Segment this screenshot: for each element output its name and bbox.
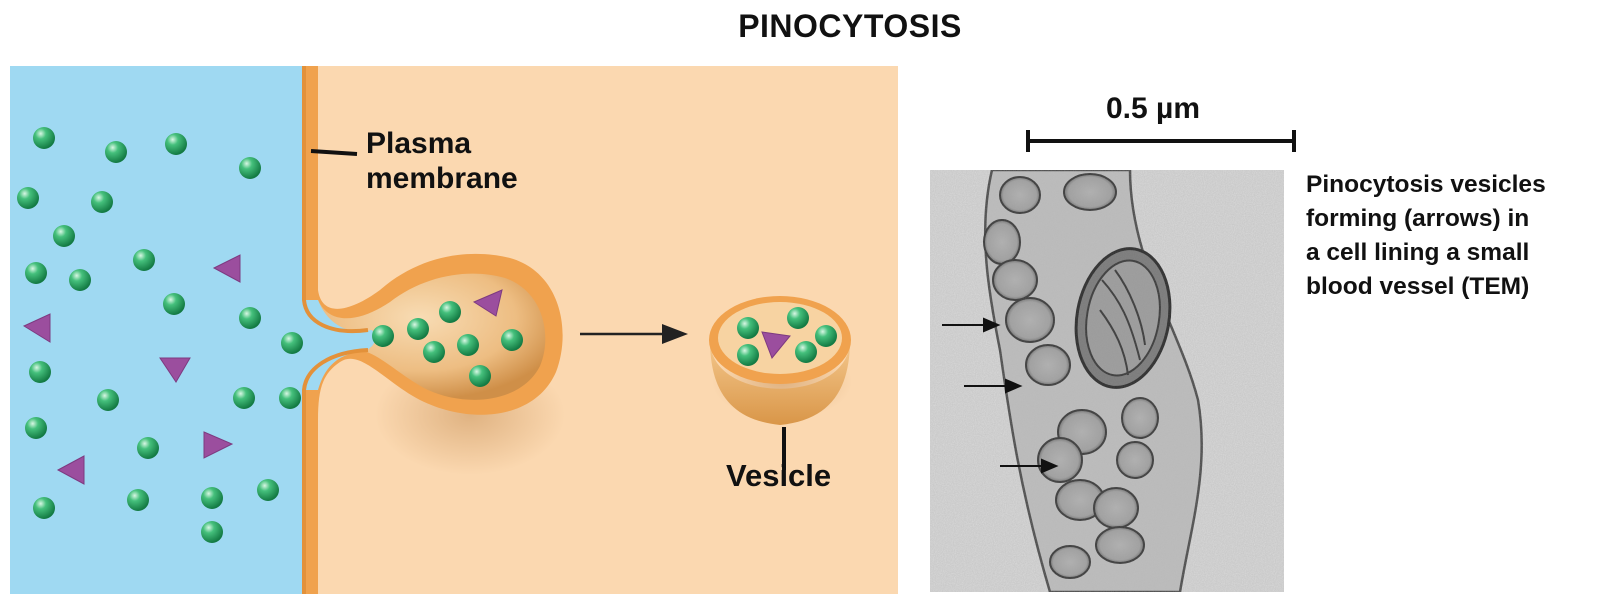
- caption-line: a cell lining a small: [1306, 239, 1530, 266]
- solute-sphere: [407, 318, 429, 340]
- solute-sphere: [201, 521, 223, 543]
- solute-sphere: [133, 249, 155, 271]
- solute-sphere: [815, 325, 837, 347]
- solute-triangle: [159, 357, 191, 383]
- solute-sphere: [423, 341, 445, 363]
- solute-triangle: [56, 455, 85, 485]
- solute-sphere: [69, 269, 91, 291]
- solute-sphere: [281, 332, 303, 354]
- solute-sphere: [239, 157, 261, 179]
- solute-triangle: [203, 431, 234, 459]
- tem-micrograph: [930, 170, 1284, 592]
- scale-bar: [1026, 130, 1296, 152]
- extracellular-fluid: [10, 66, 306, 594]
- solute-sphere: [105, 141, 127, 163]
- solute-sphere: [439, 301, 461, 323]
- solute-sphere: [33, 127, 55, 149]
- solute-sphere: [97, 389, 119, 411]
- solute-sphere: [127, 489, 149, 511]
- solute-triangle: [761, 331, 791, 359]
- pocket-neck: [304, 300, 376, 390]
- solute-triangle: [472, 289, 503, 317]
- solute-sphere: [163, 293, 185, 315]
- plasma-membrane-label-line1: Plasma: [366, 127, 472, 160]
- solute-sphere: [91, 191, 113, 213]
- solute-spheres: [17, 127, 837, 543]
- solute-sphere: [29, 361, 51, 383]
- tem-arrows: [942, 317, 1059, 474]
- solute-sphere: [53, 225, 75, 247]
- plasma-membrane-pointer: [310, 149, 358, 156]
- solute-sphere: [25, 417, 47, 439]
- plasma-membrane-label-line2: membrane: [366, 162, 518, 195]
- solute-sphere: [737, 344, 759, 366]
- scale-bar-label: 0.5 µm: [1106, 92, 1200, 125]
- solute-sphere: [279, 387, 301, 409]
- caption-line: forming (arrows) in: [1306, 205, 1530, 232]
- solute-triangles: [22, 254, 791, 485]
- solute-sphere: [165, 133, 187, 155]
- plasma-membrane-label: Plasma membrane: [366, 126, 518, 196]
- solute-triangle: [22, 313, 51, 343]
- caption-line: Pinocytosis vesicles: [1306, 171, 1546, 198]
- caption-line: blood vessel (TEM): [1306, 273, 1530, 300]
- solute-sphere: [17, 187, 39, 209]
- vesicle-body: [710, 340, 850, 425]
- solute-sphere: [201, 487, 223, 509]
- solute-sphere: [257, 479, 279, 501]
- plasma-membrane-line: [302, 66, 369, 594]
- vesicle-label: Vesicle: [726, 458, 832, 493]
- solute-sphere: [737, 317, 759, 339]
- solute-sphere: [457, 334, 479, 356]
- solute-sphere: [372, 325, 394, 347]
- solute-sphere: [787, 307, 809, 329]
- solute-sphere: [137, 437, 159, 459]
- solute-sphere: [239, 307, 261, 329]
- solute-triangle: [212, 254, 241, 283]
- solute-sphere: [469, 365, 491, 387]
- solute-sphere: [25, 262, 47, 284]
- solute-sphere: [233, 387, 255, 409]
- solute-sphere: [501, 329, 523, 351]
- solute-sphere: [33, 497, 55, 519]
- diagram-title: PINOCYTOSIS: [738, 8, 962, 44]
- micrograph-caption: Pinocytosis vesicles forming (arrows) in…: [1306, 168, 1598, 304]
- solute-sphere: [795, 341, 817, 363]
- process-arrow-head: [662, 324, 688, 344]
